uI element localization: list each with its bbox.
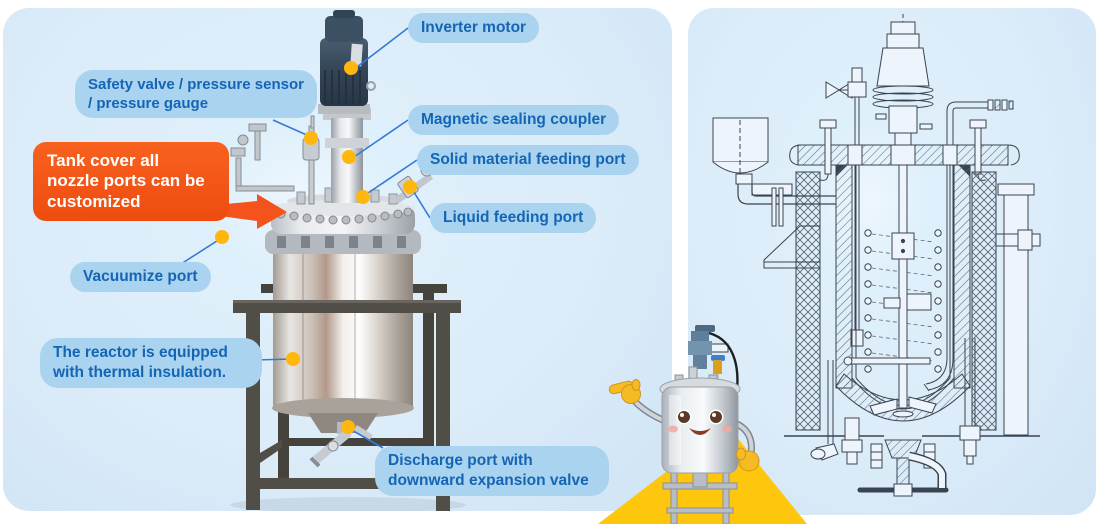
mascot [585,325,815,524]
mascot-pointing-glove [608,379,641,404]
mascot-fist-glove [736,447,760,472]
highlight-box: Tank cover all nozzle ports can be custo… [33,142,229,222]
callout-solid-feeding-port: Solid material feeding port [417,145,639,175]
callout-line [180,27,431,449]
callout-liquid-feeding-port: Liquid feeding port [430,203,597,233]
callout-magnetic-coupler: Magnetic sealing coupler [408,105,620,135]
mascot-face [668,409,732,435]
arrow-right-icon [205,194,287,229]
photo-panel: Inverter motor Safety valve / pressure s… [3,8,672,511]
mascot-motor [688,325,715,369]
callout-vacuumize-port: Vacuumize port [70,262,211,292]
callout-overlay [180,27,431,449]
callout-dot [215,61,417,434]
callout-inverter-motor: Inverter motor [408,13,540,43]
diagram-panel [688,8,1096,515]
callout-safety-valve: Safety valve / pressure sensor / pressur… [75,70,317,119]
callout-discharge-port: Discharge port with downward expansion v… [375,446,609,496]
reactor-photo-illustration [230,10,466,511]
callout-thermal-insulation: The reactor is equipped with thermal ins… [40,338,262,388]
mascot-illustration [598,325,807,524]
